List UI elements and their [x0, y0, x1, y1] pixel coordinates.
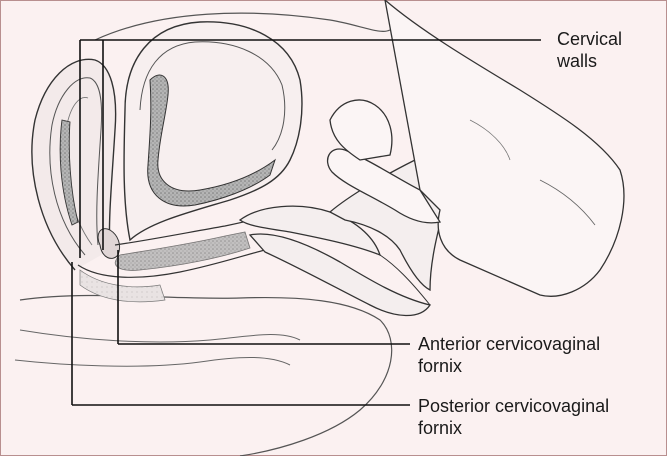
pelvic-floor-contour: [20, 295, 392, 456]
label-posterior-fornix: Posterior cervicovaginal fornix: [418, 395, 609, 439]
label-posterior-fornix-line1: Posterior cervicovaginal: [418, 395, 609, 417]
label-cervical-walls-line2: walls: [557, 50, 622, 72]
label-anterior-fornix-line1: Anterior cervicovaginal: [418, 333, 600, 355]
perineum-shading: [80, 270, 165, 302]
rectum-contour: [15, 357, 290, 366]
lower-contour: [20, 330, 300, 342]
label-anterior-fornix-line2: fornix: [418, 355, 600, 377]
vaginal-wall-shading: [115, 232, 250, 270]
label-cervical-walls: Cervical walls: [557, 28, 622, 72]
label-anterior-fornix: Anterior cervicovaginal fornix: [418, 333, 600, 377]
label-cervical-walls-line1: Cervical: [557, 28, 622, 50]
label-posterior-fornix-line2: fornix: [418, 417, 609, 439]
